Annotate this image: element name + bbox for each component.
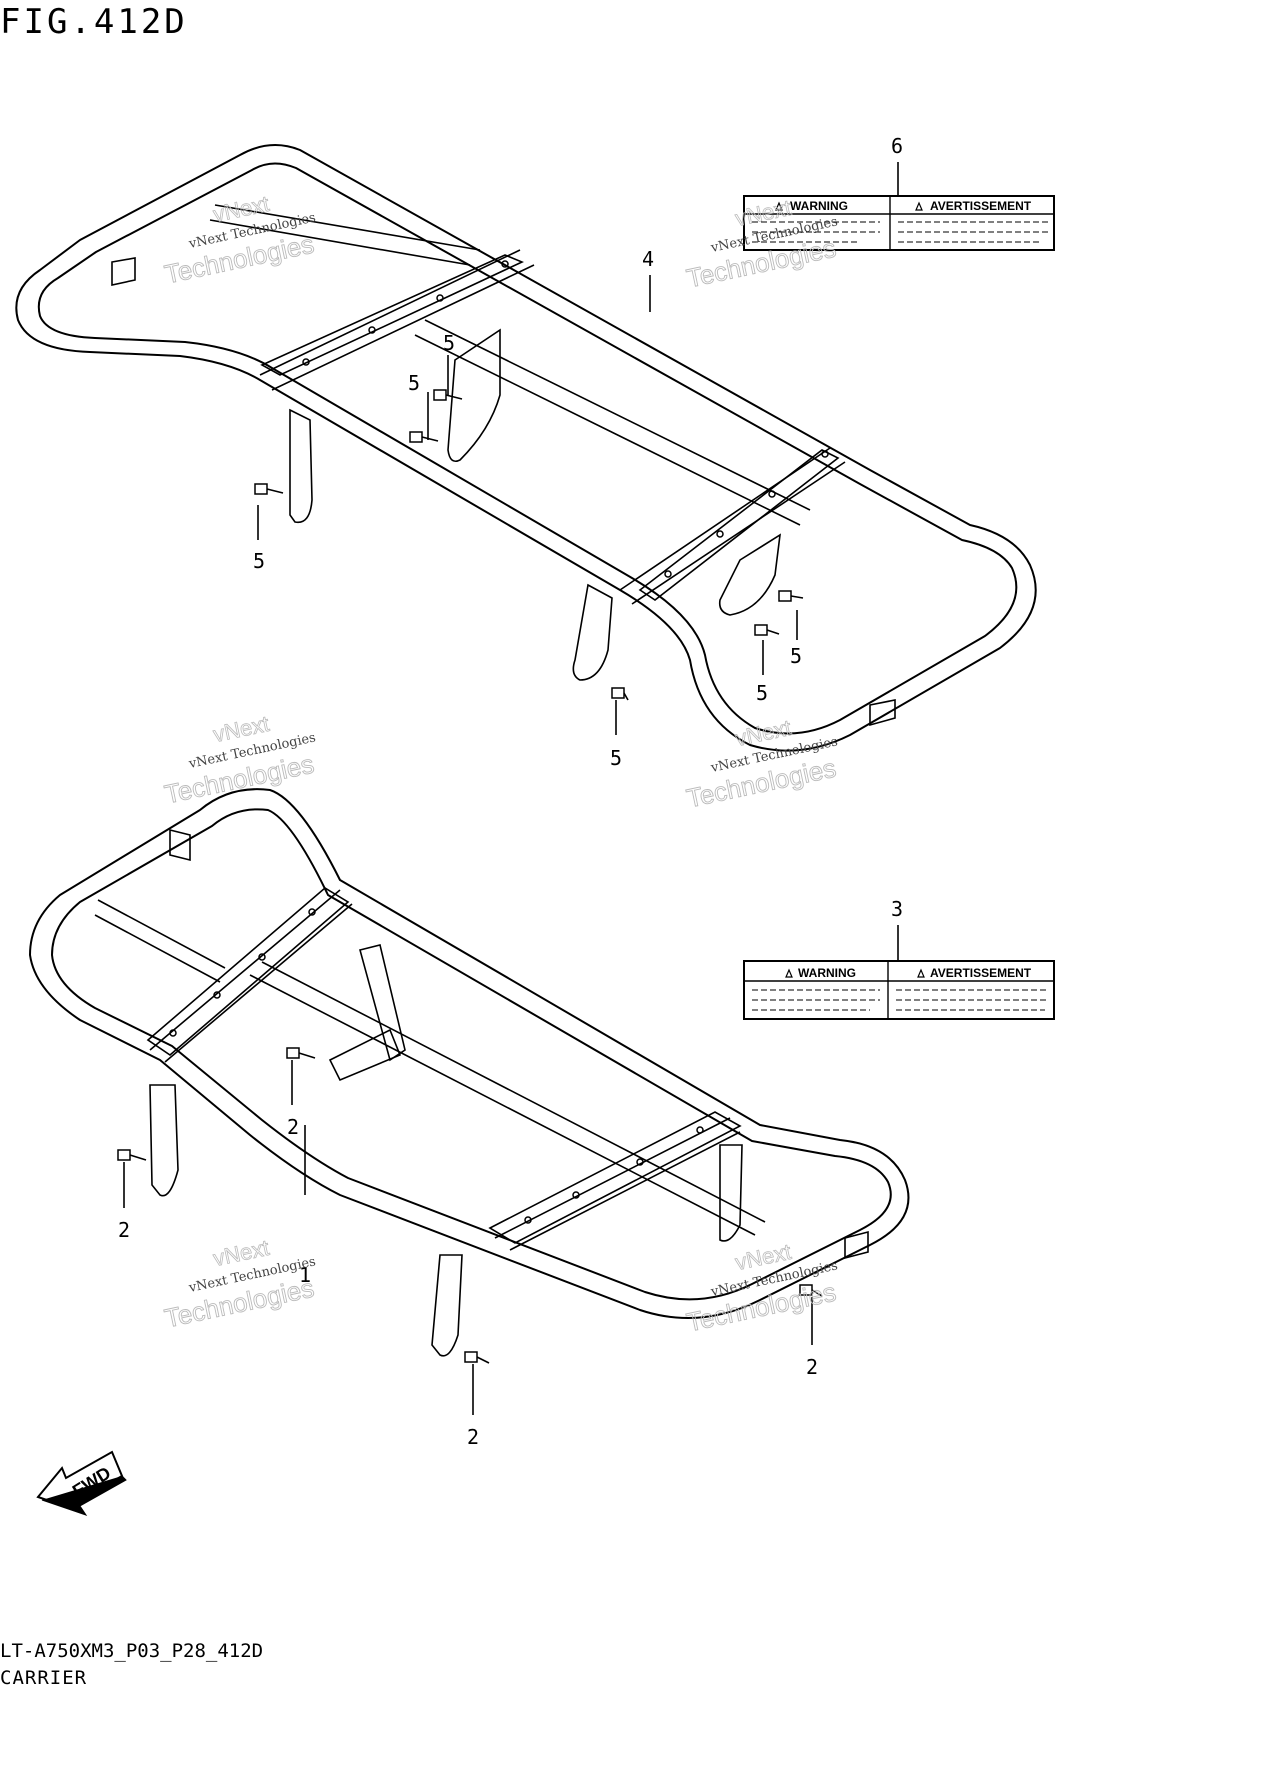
bolt-icon bbox=[799, 1284, 823, 1297]
callout-2: 2 bbox=[806, 1355, 818, 1379]
callout-2: 2 bbox=[287, 1115, 299, 1139]
callout-3: 3 bbox=[891, 897, 903, 921]
callout-4: 4 bbox=[642, 247, 654, 271]
callout-5: 5 bbox=[610, 746, 622, 770]
watermark: vNext vNext Technologies Technologies bbox=[161, 1235, 317, 1334]
figure-code: LT-A750XM3_P03_P28_412D bbox=[0, 1640, 264, 1662]
rear-carrier-assembly bbox=[15, 144, 1037, 752]
callout-5: 5 bbox=[443, 331, 455, 355]
callout-2: 2 bbox=[118, 1218, 130, 1242]
figure-name: CARRIER bbox=[0, 1667, 88, 1689]
bolt-icon bbox=[254, 483, 284, 495]
callout-2: 2 bbox=[467, 1425, 479, 1449]
callout-5: 5 bbox=[790, 644, 802, 668]
bolt-icon bbox=[778, 590, 804, 602]
callout-6: 6 bbox=[891, 134, 903, 158]
warning-triangle-icon bbox=[915, 201, 923, 211]
bolt-icon bbox=[286, 1047, 316, 1059]
warning-triangle-icon bbox=[775, 201, 783, 211]
figure-title: FIG.412D bbox=[0, 2, 188, 42]
callout-5: 5 bbox=[253, 549, 265, 573]
warning-triangle-icon bbox=[917, 968, 925, 978]
callout-5: 5 bbox=[756, 681, 768, 705]
warning-label-3: WARNING AVERTISSEMENT bbox=[743, 960, 1055, 1020]
bolt-icon bbox=[754, 624, 780, 636]
watermark: vNext vNext Technologies Technologies bbox=[161, 711, 317, 810]
bolt-icon bbox=[433, 389, 463, 401]
fwd-arrow-icon: FWD bbox=[36, 1450, 127, 1516]
bolt-icon bbox=[464, 1351, 490, 1364]
callout-5: 5 bbox=[408, 371, 420, 395]
watermark: vNext vNext Technologies Technologies bbox=[161, 191, 317, 290]
warning-label-6: WARNING AVERTISSEMENT bbox=[743, 195, 1055, 251]
front-carrier-assembly bbox=[29, 788, 910, 1364]
bolt-icon bbox=[409, 431, 439, 443]
bolt-icon bbox=[117, 1149, 147, 1161]
warning-triangle-icon bbox=[785, 968, 793, 978]
callout-1: 1 bbox=[299, 1263, 311, 1287]
avertissement-heading: AVERTISSEMENT bbox=[930, 966, 1032, 980]
bolt-icon bbox=[611, 687, 629, 701]
warning-heading: WARNING bbox=[790, 199, 848, 213]
warning-heading: WARNING bbox=[798, 966, 856, 980]
watermark: vNext vNext Technologies Technologies bbox=[683, 715, 839, 814]
avertissement-heading: AVERTISSEMENT bbox=[930, 199, 1032, 213]
watermark: vNext vNext Technologies Technologies bbox=[683, 1239, 839, 1338]
